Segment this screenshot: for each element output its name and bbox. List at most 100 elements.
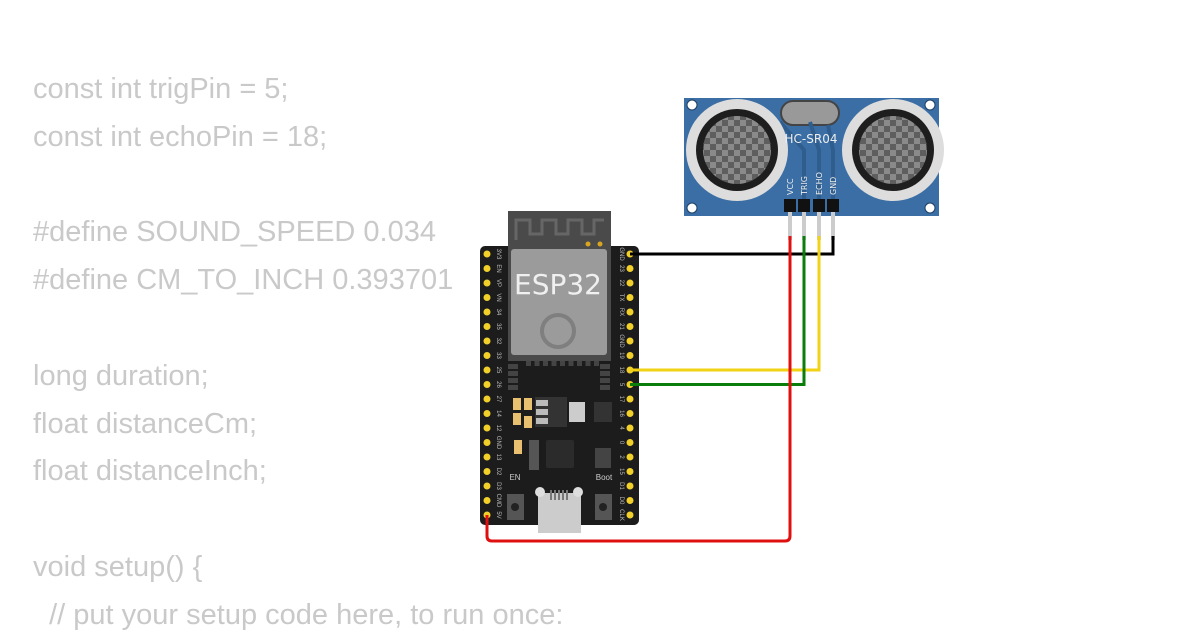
traces [778, 120, 835, 200]
transistor [595, 448, 611, 468]
usb-contact [562, 490, 564, 500]
pin-right-CLK[interactable] [626, 511, 634, 519]
pin-left-13[interactable] [483, 453, 491, 461]
wire-5-to-TRIG[interactable] [630, 236, 806, 386]
pin-label: 0 [618, 441, 624, 445]
mount-hole [924, 99, 936, 111]
pin-left-D3[interactable] [483, 482, 491, 490]
pin-left-26[interactable] [483, 381, 491, 388]
pin-left-D2[interactable] [483, 468, 491, 475]
wire-18-to-ECHO[interactable] [630, 236, 821, 372]
pin-left-25[interactable] [483, 366, 491, 374]
sensor-pin-label: ECHO [815, 172, 824, 195]
reg-pin [536, 418, 548, 424]
pin-label: 33 [495, 352, 501, 359]
pin-right-GND[interactable] [626, 337, 634, 345]
pin-right-16[interactable] [626, 410, 634, 417]
sensor-pin [788, 212, 792, 240]
pin-label: 5V [495, 511, 501, 518]
pin-left-VP[interactable] [483, 279, 491, 287]
pin-left-33[interactable] [483, 352, 491, 359]
module-pad [600, 364, 610, 369]
sensor-pin-header [813, 199, 825, 212]
smd [514, 440, 522, 454]
transistor [594, 402, 612, 422]
sensor-label: HC-SR04 [785, 132, 838, 146]
smd [524, 398, 532, 410]
pin-label: VN [495, 293, 501, 301]
pin-label: TX [618, 294, 624, 302]
pin-label: GND [495, 436, 501, 450]
code-line: // put your setup code here, to run once… [33, 598, 564, 631]
en-button[interactable] [507, 494, 524, 520]
pin-right-22[interactable] [626, 279, 634, 287]
module-pad [560, 361, 565, 366]
mount-hole [686, 202, 698, 214]
pin-label: 23 [618, 265, 624, 272]
pin-left-3V3[interactable] [483, 250, 491, 258]
wire-5V-to-VCC[interactable] [485, 236, 792, 543]
led [585, 241, 591, 247]
wire-GND-to-GND[interactable] [630, 236, 835, 256]
pin-label: 32 [495, 338, 501, 345]
smd [513, 413, 521, 425]
sensor-pin-header [784, 199, 796, 212]
usb-contact [558, 490, 560, 500]
pin-right-23[interactable] [626, 265, 634, 272]
pin-right-D0[interactable] [626, 497, 634, 504]
module-pad [577, 361, 582, 366]
module-pad [526, 361, 531, 366]
pin-left-GND[interactable] [483, 439, 491, 446]
module-shield [511, 249, 607, 355]
pin-label: CLK [618, 509, 624, 521]
pin-right-D1[interactable] [626, 482, 634, 490]
pin-right-4[interactable] [626, 424, 634, 432]
pin-label: GND [618, 247, 624, 261]
pin-right-RX[interactable] [626, 308, 634, 316]
pin-left-35[interactable] [483, 323, 491, 330]
pin-right-21[interactable] [626, 323, 634, 330]
pin-right-2[interactable] [626, 453, 634, 461]
pin-right-15[interactable] [626, 468, 634, 475]
pin-label: 5 [618, 383, 624, 387]
pin-right-17[interactable] [626, 395, 634, 403]
pin-label: 34 [495, 309, 501, 316]
pin-label: 2 [618, 455, 624, 459]
pin-left-27[interactable] [483, 395, 491, 403]
pin-label: 18 [618, 367, 624, 374]
pin-left-EN[interactable] [483, 265, 491, 272]
usb-tab [535, 487, 545, 497]
boot-button[interactable] [595, 494, 612, 520]
code-line: const int trigPin = 5; [33, 73, 289, 105]
pin-left-VN[interactable] [483, 294, 491, 301]
sensor-pin-label: TRIG [800, 176, 809, 196]
pin-label: 17 [618, 396, 624, 403]
pin-left-CMD[interactable] [483, 497, 491, 504]
code-line: float distanceInch; [33, 455, 267, 488]
en-button-cap [511, 503, 519, 511]
pin-label: VP [495, 279, 501, 287]
mount-hole [686, 99, 698, 111]
code-line: long duration; [33, 359, 209, 392]
pin-left-14[interactable] [483, 410, 491, 417]
crystal [780, 100, 840, 126]
antenna-trace [514, 218, 604, 240]
code-line: const int echoPin = 18; [33, 120, 328, 153]
pin-right-0[interactable] [626, 439, 634, 446]
sensor-pin [817, 212, 821, 240]
pin-right-19[interactable] [626, 352, 634, 359]
pin-left-12[interactable] [483, 424, 491, 432]
led [597, 241, 603, 247]
usb-chip [546, 440, 574, 468]
pin-label: 16 [618, 410, 624, 417]
pin-label: 13 [495, 454, 501, 461]
pin-right-TX[interactable] [626, 294, 634, 301]
pin-left-34[interactable] [483, 308, 491, 316]
pin-label: 35 [495, 323, 501, 330]
pin-left-32[interactable] [483, 337, 491, 345]
regulator-tab [569, 402, 585, 422]
